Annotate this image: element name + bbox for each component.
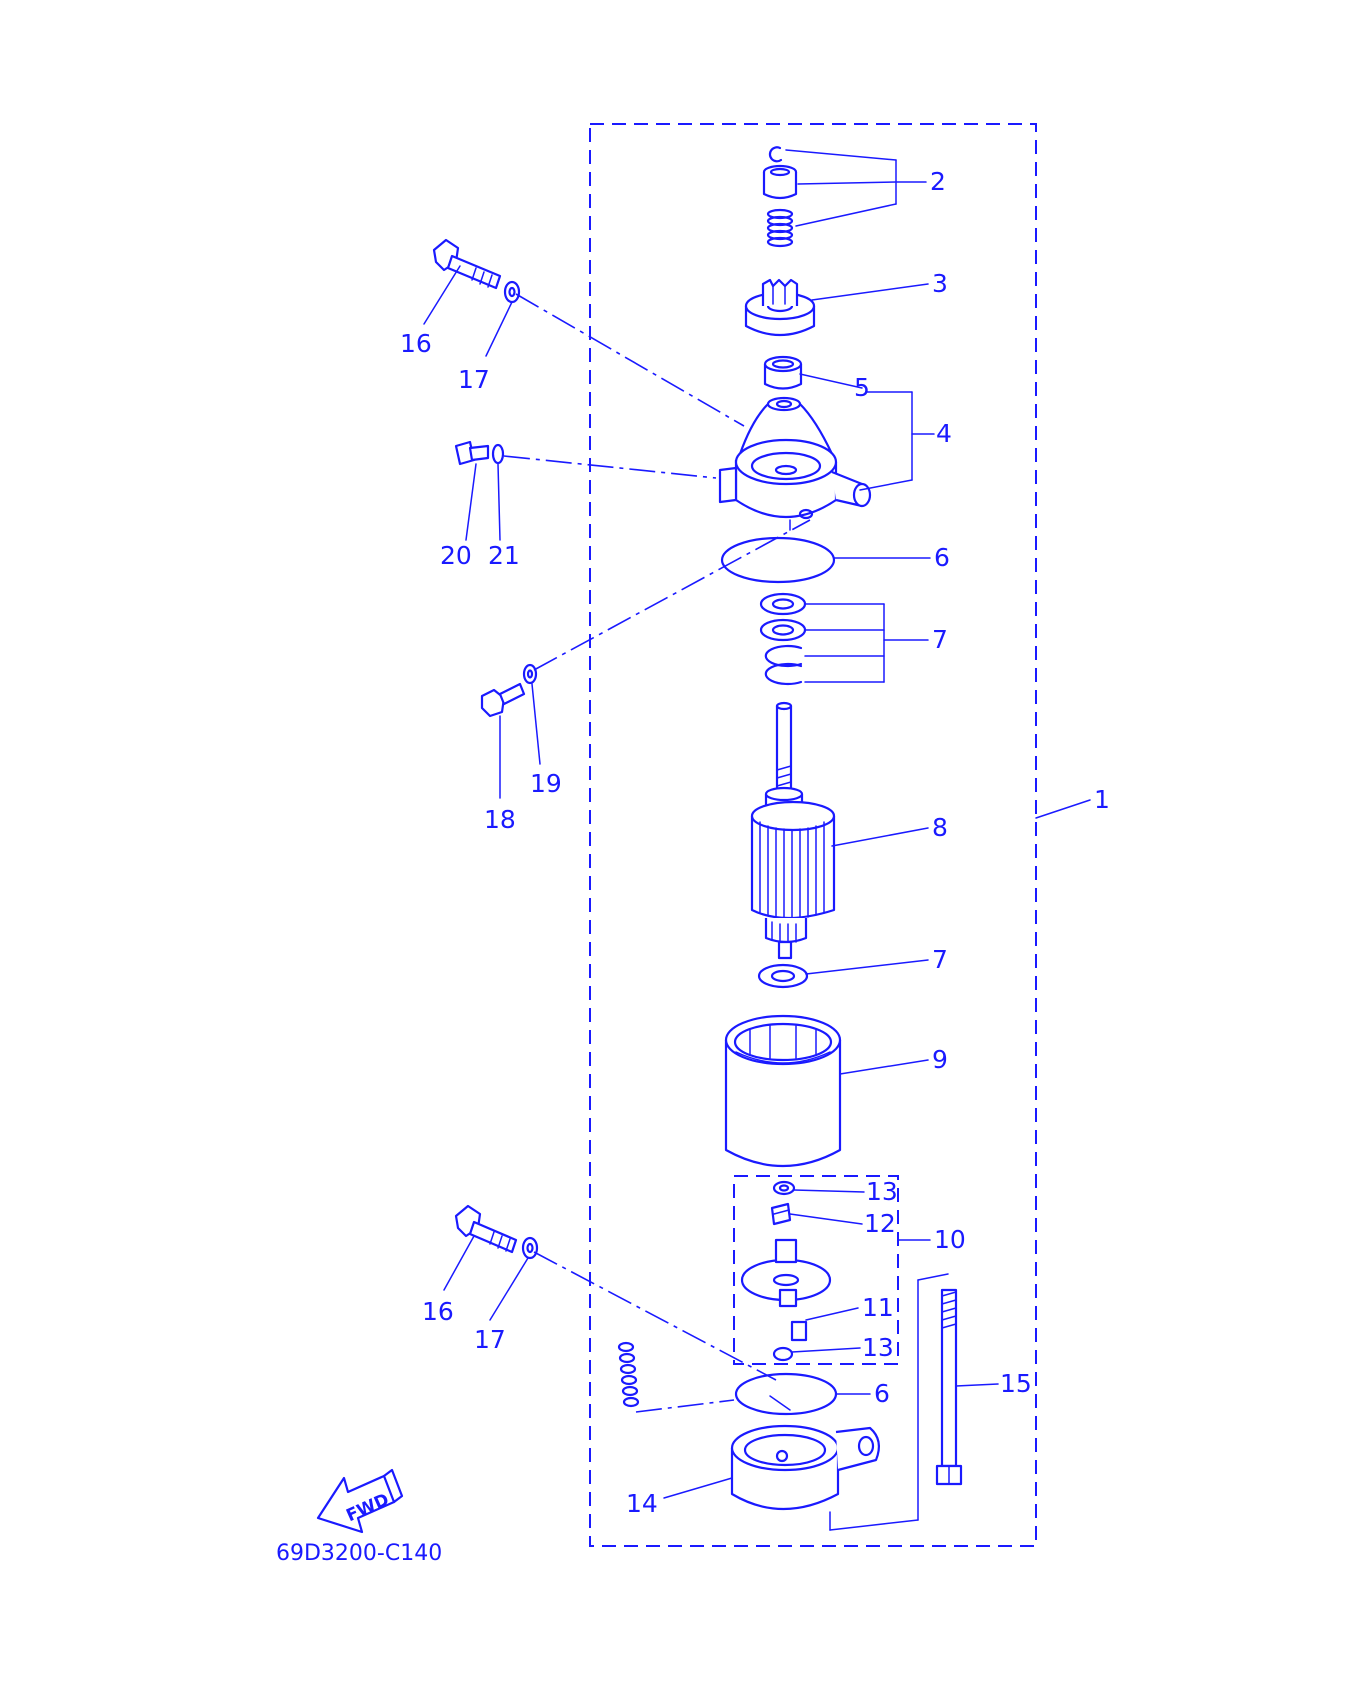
o-ring-upper — [720, 536, 836, 584]
callout-19: 19 — [530, 769, 562, 798]
pinion-stopper-set — [762, 146, 798, 248]
brush-holder-plate — [740, 1238, 832, 1308]
washer-upper-17 — [503, 280, 521, 304]
screw-20 — [454, 440, 490, 466]
rear-bracket — [730, 1424, 881, 1510]
callout-11: 11 — [862, 1293, 894, 1322]
callout-12: 12 — [864, 1209, 896, 1238]
washer-lower-17 — [521, 1236, 539, 1260]
callout-7-upper: 7 — [932, 625, 948, 654]
callout-6-lower: 6 — [874, 1379, 890, 1408]
callout-18: 18 — [484, 805, 516, 834]
callout-14: 14 — [626, 1489, 658, 1518]
callout-5: 5 — [854, 373, 870, 402]
callout-15: 15 — [1000, 1369, 1032, 1398]
brush-lower — [790, 1320, 808, 1342]
callout-4: 4 — [936, 419, 952, 448]
callout-20: 20 — [440, 541, 472, 570]
bolt-18 — [480, 682, 526, 718]
front-bracket — [718, 396, 872, 531]
callout-16-upper: 16 — [400, 329, 432, 358]
washer-19 — [522, 663, 538, 685]
bolt-upper-16 — [432, 238, 502, 290]
callout-13-upper: 13 — [866, 1177, 898, 1206]
pinion-gear — [744, 278, 816, 336]
callout-13-lower: 13 — [862, 1333, 894, 1362]
installation-lines — [503, 293, 811, 1413]
callout-17-lower: 17 — [474, 1325, 506, 1354]
callout-9: 9 — [932, 1045, 948, 1074]
callout-6-upper: 6 — [934, 543, 950, 572]
drawing-code: 69D3200-C140 — [276, 1541, 442, 1566]
yoke — [724, 1014, 842, 1168]
forward-arrow-icon: FWD — [316, 1468, 404, 1534]
armature-windings — [759, 821, 825, 919]
callout-10: 10 — [934, 1225, 966, 1254]
washer-stack — [759, 592, 807, 686]
terminal-screw — [617, 1341, 640, 1408]
brush-upper — [770, 1202, 792, 1226]
bolt-lower-16 — [454, 1204, 518, 1254]
assembly-boundary — [589, 123, 1037, 1547]
callout-8: 8 — [932, 813, 948, 842]
washer-lower — [757, 963, 809, 989]
brush-spring-upper — [772, 1180, 796, 1196]
callout-7-lower: 7 — [932, 945, 948, 974]
callout-1: 1 — [1094, 785, 1110, 814]
through-bolt — [935, 1288, 963, 1486]
callout-2: 2 — [930, 167, 946, 196]
bushing — [763, 355, 803, 390]
washer-21 — [491, 443, 505, 465]
callout-16-lower: 16 — [422, 1297, 454, 1326]
armature — [750, 701, 836, 960]
callout-21: 21 — [488, 541, 520, 570]
callout-17-upper: 17 — [458, 365, 490, 394]
brush-spring-lower — [772, 1346, 794, 1362]
leader-lines — [423, 149, 1091, 1531]
callout-labels: 1 2 3 4 5 6 7 8 7 9 13 12 10 11 13 6 15 … — [400, 167, 1110, 1518]
callout-3: 3 — [932, 269, 948, 298]
